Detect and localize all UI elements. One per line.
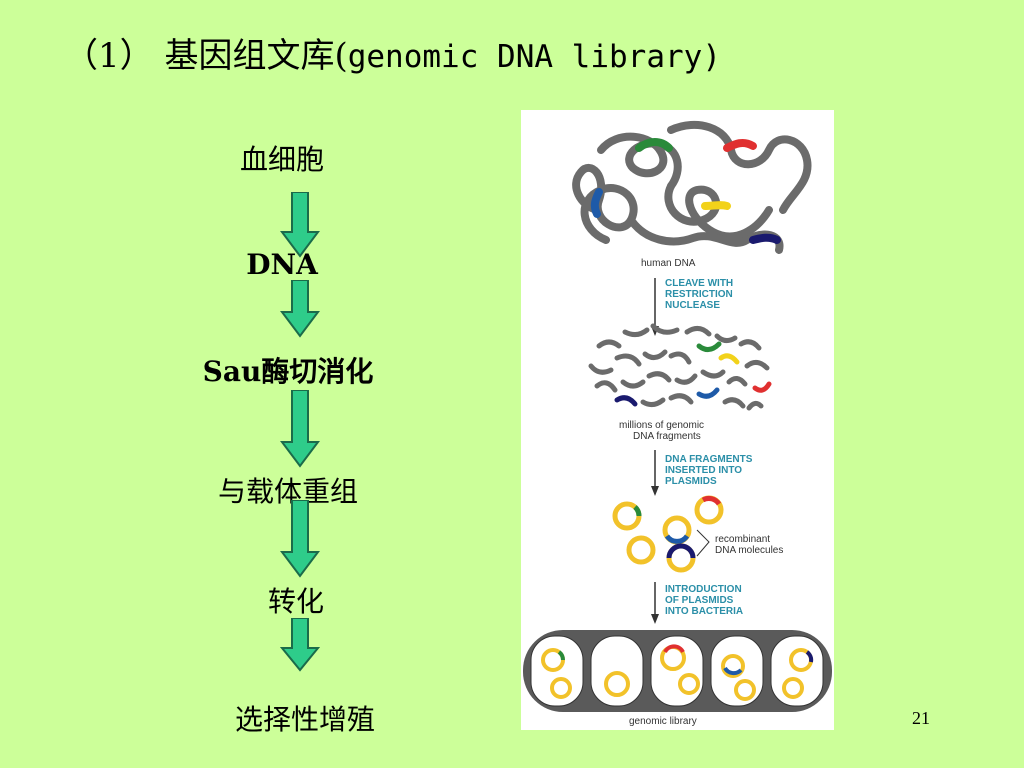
figure-arrowhead-2 (651, 486, 659, 496)
figure-step3-line1: INTRODUCTION (665, 584, 742, 595)
flow-arrow-3 (280, 390, 320, 468)
dna-fragments (588, 323, 772, 411)
page-number: 21 (912, 708, 930, 728)
figure-step3-line2: OF PLASMIDS (665, 595, 734, 606)
recombinant-label-line2: DNA molecules (715, 545, 783, 556)
human-dna-label: human DNA (641, 258, 696, 269)
flow-step-dna: DNA (246, 248, 318, 281)
figure-step1-line2: RESTRICTION (665, 289, 733, 300)
slide-title: （1） 基因组文库(genomic DNA library) (64, 28, 721, 77)
slide-title-cn: （1） 基因组文库( (64, 36, 348, 76)
figure-step1-line1: CLEAVE WITH (665, 278, 733, 289)
flow-step-blood-cells: 血细胞 (239, 143, 324, 176)
flow-step-sau-digestion: Sau酶切消化 (202, 355, 374, 388)
bacteria-row (523, 630, 832, 712)
genomic-library-label: genomic library (629, 716, 697, 727)
recombinant-plasmids (612, 495, 724, 573)
flow-arrow-2 (280, 280, 320, 338)
figure-step2-line3: PLASMIDS (665, 476, 717, 487)
flow-arrow-5 (280, 618, 320, 672)
recombinant-label-line1: recombinant (715, 534, 770, 545)
fragments-label-line2: DNA fragments (633, 431, 701, 442)
flow-arrow-4 (280, 500, 320, 578)
figure-step2-line1: DNA FRAGMENTS (665, 454, 753, 465)
recombinant-bracket (696, 529, 710, 557)
flow-arrow-1 (280, 192, 320, 258)
flow-step-vector-recombination: 与载体重组 (217, 475, 358, 508)
fragments-label-line1: millions of genomic (619, 420, 704, 431)
human-dna-strand (572, 120, 812, 254)
genomic-library-figure: human DNA CLEAVE WITH RESTRICTION NUCLEA… (521, 110, 834, 730)
figure-step3-line3: INTO BACTERIA (665, 606, 743, 617)
figure-arrowhead-3 (651, 614, 659, 624)
figure-step2-line2: INSERTED INTO (665, 465, 742, 476)
flow-step-transformation: 转化 (267, 585, 324, 618)
flow-step-selective-propagation: 选择性增殖 (234, 703, 375, 736)
slide-title-en: genomic DNA library) (347, 39, 721, 75)
genomic-library-illustration: human DNA CLEAVE WITH RESTRICTION NUCLEA… (523, 120, 832, 727)
figure-step1-line3: NUCLEASE (665, 300, 720, 311)
